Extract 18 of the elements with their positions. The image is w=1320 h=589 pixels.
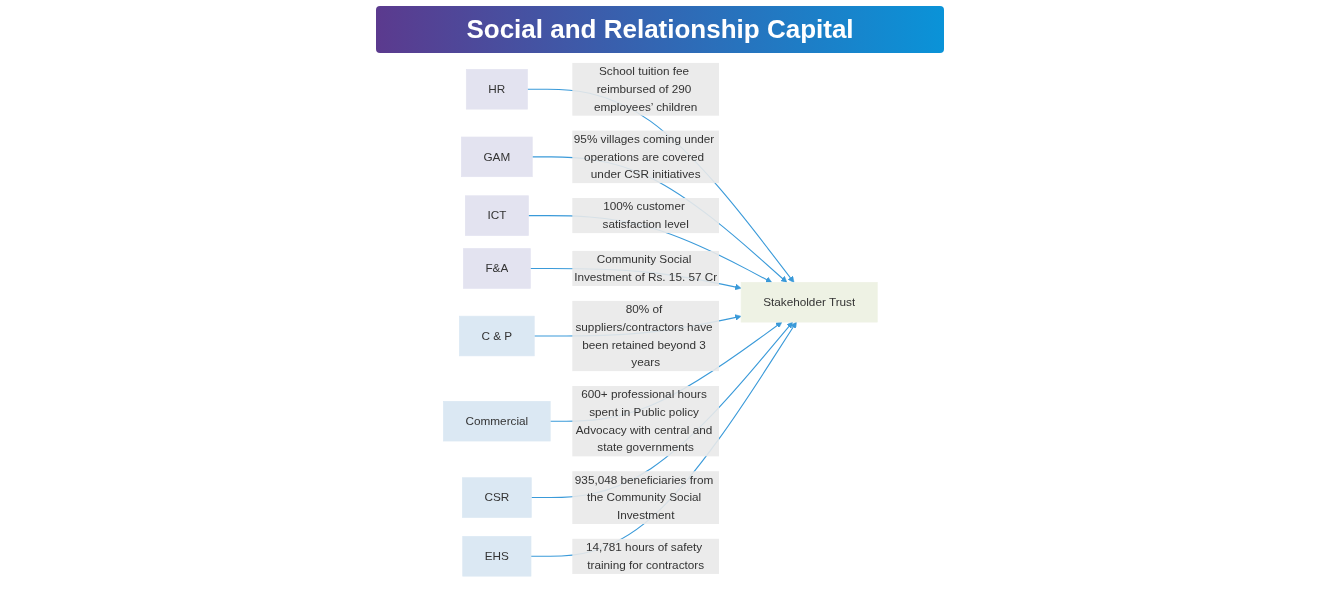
- title-banner: Social and Relationship Capital: [376, 6, 944, 53]
- node-box: F&A: [462, 248, 531, 289]
- node-box: C & P: [458, 315, 535, 357]
- edge-label: 80% of suppliers/contractors have been retained beyond 3 years: [575, 302, 713, 369]
- edge-label: 14,781 hours of safety training for contractors: [585, 540, 704, 571]
- node-box: Commercial: [442, 401, 551, 442]
- node-box: HR: [465, 69, 528, 110]
- node-box: ICT: [464, 195, 529, 236]
- node-box: EHS: [462, 536, 531, 577]
- node-box: Stakeholder Trust: [740, 282, 878, 323]
- edge-label: Community Social Investment of Rs. 15. 57 Cr: [573, 253, 717, 284]
- edge-label: 935,048 beneficiaries from the Community Social Investment: [574, 473, 713, 522]
- edge-label: 95% villages coming under operations are covered under CSR initiatives: [573, 132, 714, 181]
- edge-label: 600+ professional hours spent in Public policy Advocacy with central and state governments: [575, 388, 712, 454]
- node-box: GAM: [460, 136, 533, 178]
- node-box: CSR: [461, 477, 532, 518]
- edge-label: School tuition fee reimbursed of 290 employees’ children: [593, 65, 697, 113]
- edge-label: 100% customer satisfaction level: [602, 200, 689, 231]
